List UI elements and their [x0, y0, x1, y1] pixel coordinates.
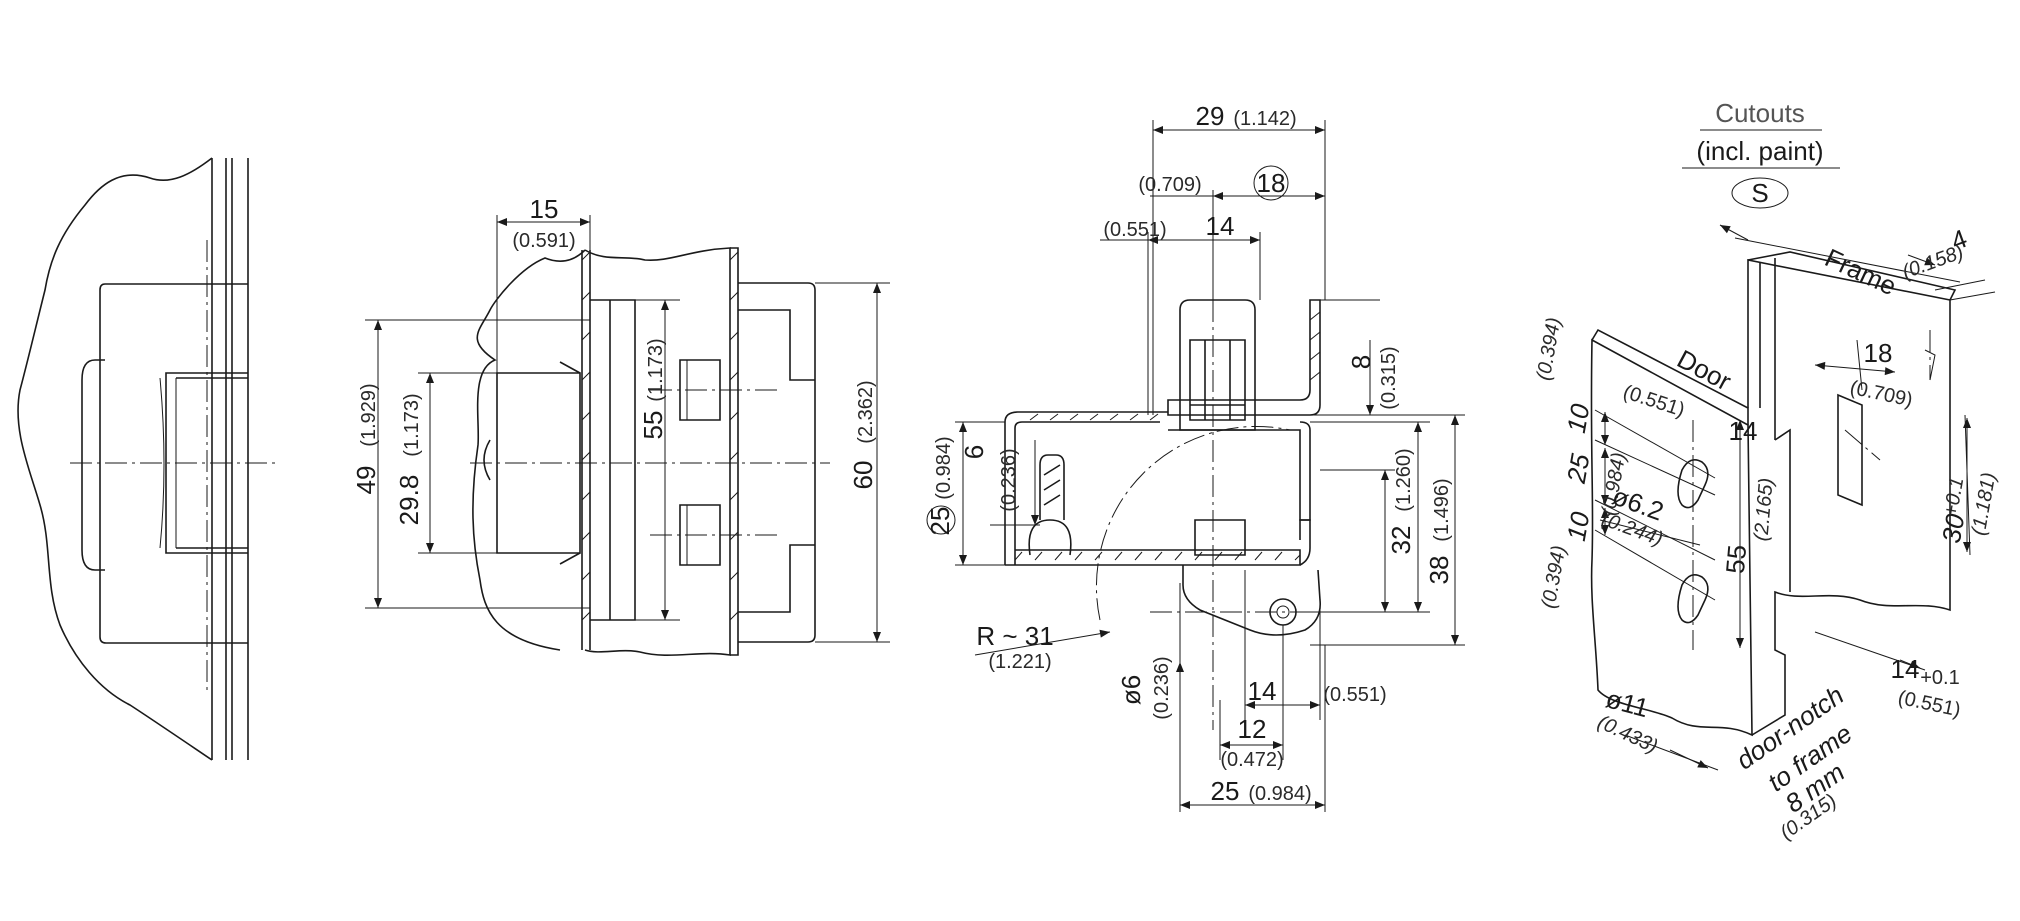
wall-breakline [17, 157, 213, 761]
slot-lower [1677, 574, 1709, 624]
frame-panel [1747, 259, 1951, 736]
dim-12: 12 [1238, 714, 1267, 744]
dim-38: 38 [1424, 556, 1454, 585]
dim-15-inch: (0.591) [512, 230, 575, 252]
frame-cutout [1837, 393, 1863, 507]
cutouts-title: Cutouts [1715, 98, 1805, 128]
dim-55-iso: 55 [1720, 544, 1752, 575]
dim-32-inch: (1.260) [1393, 448, 1415, 511]
dim-10a-inch: (0.394) [1533, 316, 1566, 382]
dim-18-inch: (0.709) [1848, 377, 1915, 412]
dim-14-tol-tolerance: +0.1 [1920, 667, 1959, 689]
dim-14-bottom: 14 [1248, 676, 1277, 706]
frame-profile [1167, 299, 1321, 416]
dim-30-inch: (1.181) [1968, 471, 2001, 537]
view4-labels: Cutouts (incl. paint) S Frame Door 4 (0.… [1533, 98, 2001, 844]
view-isometric [1590, 224, 1996, 771]
dim-10b-inch: (0.394) [1538, 544, 1571, 610]
dim-25-left: 25 [925, 507, 955, 536]
dim-29-8: 29.8 [394, 475, 424, 526]
dim-55: 55 [638, 411, 668, 440]
dim-r31-inch: (1.221) [988, 651, 1051, 673]
dim-29-8-inch: (1.173) [401, 393, 423, 456]
hinge-knob [81, 359, 105, 571]
dim-6: 6 [959, 445, 989, 459]
ref-circle-25 [926, 505, 956, 535]
dim-55-iso-inch: (2.165) [1750, 477, 1777, 542]
dim-25-iso: 25 [1561, 451, 1596, 486]
dim-0551-inch: (0.551) [1103, 219, 1166, 241]
door-panel [1590, 338, 1753, 737]
dim-8: 8 [1346, 355, 1376, 369]
dim-14-tol-inch: (0.551) [1896, 687, 1963, 722]
dim-18: 18 [1864, 338, 1893, 368]
gasket [1028, 454, 1072, 556]
ref-circle-18 [1253, 165, 1289, 201]
dim-10b: 10 [1561, 509, 1596, 543]
dim-14-iso: 14 [1729, 416, 1758, 446]
dim-12-inch: (0.472) [1220, 749, 1283, 771]
dim-d6: ø6 [1116, 675, 1146, 705]
dim-14-top: 14 [1206, 211, 1235, 241]
dim-49: 49 [351, 466, 381, 495]
dim-0709-inch: (0.709) [1138, 174, 1201, 196]
view-front [17, 157, 275, 761]
dim-15: 15 [530, 194, 559, 224]
dim-14-bottom-inch: (0.551) [1323, 684, 1386, 706]
dim-60: 60 [848, 461, 878, 490]
dim-6-inch: (0.236) [998, 448, 1020, 511]
dim-29-inch: (1.142) [1233, 108, 1296, 130]
dim-25-bottom: 25 [1211, 776, 1240, 806]
dim-8-inch: (0.315) [1378, 346, 1400, 409]
view2-labels: 15 (0.591) 49 (1.929) 29.8 (1.173) 55 (1… [351, 194, 878, 525]
dim-30-tolerance: +0.1 [1940, 476, 1969, 519]
dim-60-inch: (2.362) [855, 380, 877, 443]
dim-32: 32 [1386, 526, 1416, 555]
slot-upper [1677, 459, 1709, 509]
ref-18: 18 [1257, 168, 1286, 198]
frame-label: Frame [1820, 242, 1901, 301]
panel-breakline [472, 249, 586, 651]
view-section [365, 215, 890, 657]
hinge-pivot [1182, 565, 1322, 636]
dim-25-bottom-inch: (0.984) [1248, 783, 1311, 805]
view3-labels: 29 (1.142) (0.709) 18 (0.551) 14 8 (0.31… [925, 101, 1454, 806]
symbol-s: S [1751, 178, 1768, 208]
dim-49-inch: (1.929) [358, 383, 380, 446]
view-side [955, 120, 1465, 812]
dim-14-tol: 14 [1891, 654, 1920, 684]
dim-30: 30 [1936, 511, 1971, 545]
incl-paint-label: (incl. paint) [1696, 136, 1823, 166]
latch-block [1179, 299, 1256, 431]
dim-10a: 10 [1561, 401, 1596, 435]
dim-d6-inch: (0.236) [1151, 656, 1173, 719]
dim-55-inch: (1.173) [645, 338, 667, 401]
dim-25-left-inch: (0.984) [933, 436, 955, 499]
dim-38-inch: (1.496) [1431, 478, 1453, 541]
dim-29: 29 [1196, 101, 1225, 131]
dim-r31: R ~ 31 [976, 621, 1053, 651]
symbol-s-ellipse [1731, 177, 1789, 209]
